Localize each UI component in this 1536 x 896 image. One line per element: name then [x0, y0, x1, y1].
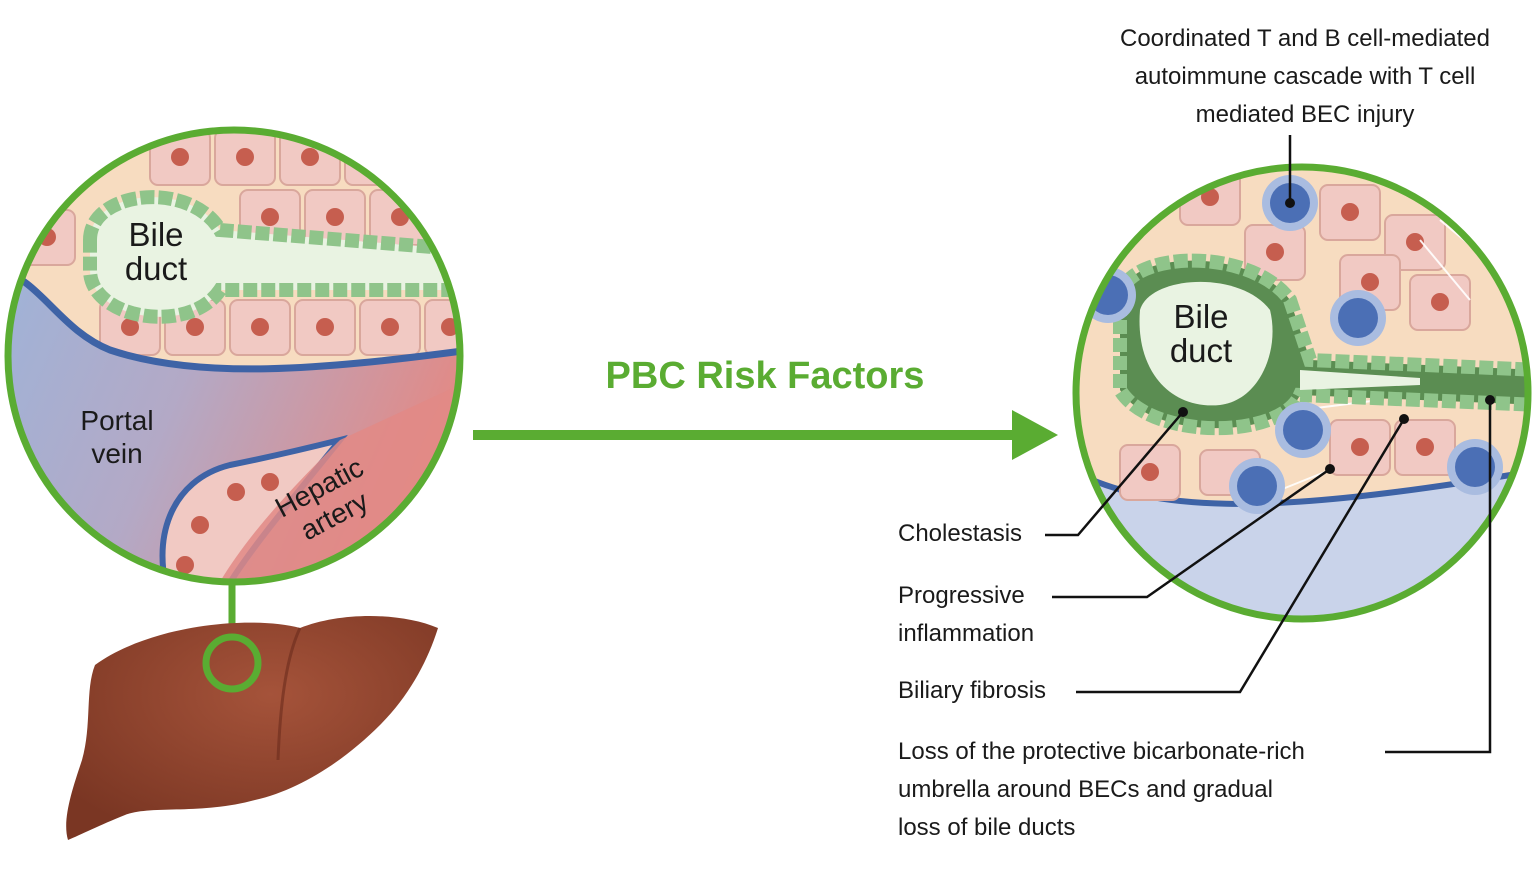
bile-duct-inflamed — [1113, 253, 1528, 436]
bile-duct-pbc-line2: duct — [1169, 332, 1233, 369]
leader-dots — [1178, 198, 1495, 474]
bile-duct-label-line1: Bile — [128, 216, 184, 253]
top-note-line3: mediated BEC injury — [1195, 101, 1415, 128]
loss-line1: Loss of the protective bicarbonate-rich — [898, 738, 1305, 765]
leader-lines — [1045, 135, 1492, 754]
inflammation-line2: inflammation — [898, 620, 1035, 647]
autoimmune-cascade-note: Coordinated T and B cell-mediated autoim… — [1080, 20, 1530, 134]
pbc-inset-border — [1072, 163, 1532, 623]
bile-duct-pbc-line1: Bile — [1173, 298, 1229, 335]
top-note-line1: Coordinated T and B cell-mediated — [1119, 25, 1490, 52]
progression-arrow — [473, 410, 1058, 460]
bile-duct-label-normal: Bile duct — [100, 218, 212, 286]
loss-line2: umbrella around BECs and gradual — [898, 776, 1273, 803]
loss-line3: loss of bile ducts — [898, 814, 1076, 841]
magnify-ring — [202, 633, 262, 693]
normal-liver-inset — [8, 130, 460, 582]
cholestasis-label: Cholestasis — [898, 520, 1023, 547]
portal-vein-label-line2: vein — [91, 438, 143, 469]
bile-duct-normal — [83, 190, 460, 324]
bile-duct-loss-label: Loss of the protective bicarbonate-rich … — [898, 733, 1305, 847]
fibrosis-label: Biliary fibrosis — [898, 677, 1047, 704]
top-note-line2: autoimmune cascade with T cell — [1134, 63, 1476, 90]
bile-duct-label-line2: duct — [124, 250, 188, 287]
hepatocyte-nuclei — [38, 148, 459, 336]
diagram-title: PBC Risk Factors — [605, 355, 925, 397]
bile-duct-label-pbc: Bile duct — [1145, 300, 1257, 368]
inflammation-line1: Progressive — [898, 582, 1025, 609]
inflammation-label: Progressive inflammation — [898, 577, 1034, 653]
portal-vein-label: Portal vein — [58, 404, 176, 470]
liver-illustration — [66, 616, 439, 840]
pbc-liver-inset — [1076, 167, 1528, 619]
portal-vein-label-line1: Portal — [80, 405, 154, 436]
